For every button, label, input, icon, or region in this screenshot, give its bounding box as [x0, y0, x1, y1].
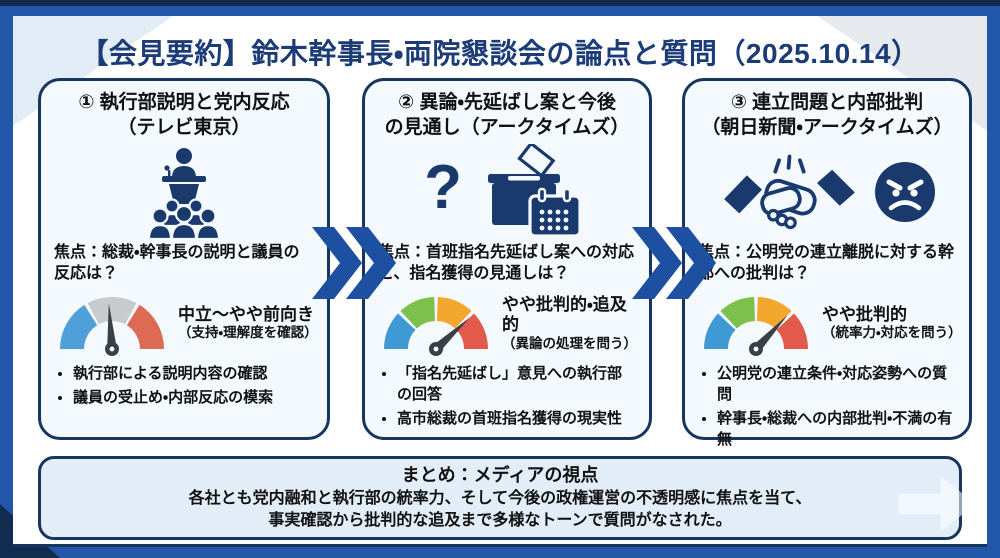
card2-focus-text: 焦点：首班指名先延ばし案への対応と、指名獲得の見通しは？: [378, 244, 635, 283]
card1-title: ① 執行部説明と党内反応 （テレビ東京）: [78, 92, 290, 138]
angry-face-icon: [874, 162, 935, 223]
list-item: 議員の受止め・内部反応の模索: [73, 387, 314, 408]
card2-gauge-label: やや批判的・追及的: [502, 294, 627, 335]
card1-focus-text: 焦点：総裁・幹事長の説明と議員の反応は？: [54, 244, 300, 283]
page-title: 【会見要約】鈴木幹事長・両院懇談会の論点と質問（2025.10.14）: [80, 38, 920, 69]
card2-tone-gauge: やや批判的・追及的 （異論の処理を問う）: [378, 291, 637, 357]
card-executive-explanation: ① 執行部説明と党内反応 （テレビ東京）: [38, 78, 330, 440]
card2-bullet-list: 「指名先延ばし」意見への執行部の回答 高市総裁の首班指名獲得の現実性: [378, 363, 636, 429]
card1-gauge-label: 中立〜やや前向き: [178, 304, 314, 324]
card3-icon-row: [698, 144, 956, 240]
handshake-icon: [723, 154, 855, 230]
summary-title: まとめ：メディアの視点: [401, 465, 599, 486]
chevron-right-arrows-icon: [632, 227, 716, 299]
summary-line1: 各社とも党内融和と執行部の統率力、そして今後の政権運営の不透明感に焦点を当て、: [188, 489, 812, 507]
gauge-meter-icon: [59, 296, 164, 356]
frame-bottom-line: [13, 544, 987, 547]
chevron-right-arrows-icon: [312, 227, 396, 299]
card2-gauge-sublabel: （異論の処理を問う）: [502, 335, 637, 351]
summary-box: まとめ：メディアの視点 各社とも党内融和と執行部の統率力、そして今後の政権運営の…: [38, 456, 962, 540]
card3-gauge-sublabel: （統率力・対応を問う）: [822, 325, 962, 341]
gauge-meter-icon: [704, 296, 808, 356]
card-coalition-criticism: ③ 連立問題と内部批判 （朝日新聞・アークタイムズ）: [682, 78, 972, 448]
ballot-box-calendar-icon: [487, 144, 582, 238]
card3-focus-text: 焦点：公明党の連立離脱に対する幹部への批判は？: [698, 244, 955, 283]
card3-title: ③ 連立問題と内部批判 （朝日新聞・アークタイムズ）: [701, 92, 953, 138]
summary-line2: 事実確認から批判的な追及まで多様なトーンで質問がなされた。: [268, 512, 732, 530]
card3-tone-gauge: やや批判的 （統率力・対応を問う）: [698, 291, 962, 357]
list-item: 公明党の連立条件・対応姿勢への質問: [717, 363, 956, 405]
frame-top-strip: [0, 0, 1000, 6]
content-canvas: 【会見要約】鈴木幹事長・両院懇談会の論点と質問（2025.10.14） ① 執行…: [13, 16, 987, 544]
card1-icon-row: [54, 144, 314, 241]
card3-bullet-list: 公明党の連立条件・対応姿勢への質問 幹事長・総裁への内部批判・不満の有無: [698, 363, 956, 450]
list-item: 「指名先延ばし」意見への執行部の回答: [397, 363, 636, 405]
question-mark-icon: ?: [424, 153, 462, 223]
card1-tone-gauge: 中立〜やや前向き （支持・理解度を確認）: [54, 291, 318, 357]
gauge-meter-icon: [384, 296, 488, 356]
podium-speaker-audience-icon: [147, 148, 221, 241]
list-item: 執行部による説明内容の確認: [73, 363, 314, 384]
list-item: 幹事長・総裁への内部批判・不満の有無: [717, 408, 956, 450]
card1-gauge-sublabel: （支持・理解度を確認）: [178, 325, 318, 341]
card2-icon-row: ?: [378, 144, 636, 240]
card1-bullet-list: 執行部による説明内容の確認 議員の受止め・内部反応の模索: [54, 363, 314, 408]
card3-gauge-label: やや批判的: [822, 304, 907, 324]
card2-title: ② 異論・先延ばし案と今後 の見通し（アークタイムズ）: [384, 92, 630, 138]
card-objections-outlook: ② 異論・先延ばし案と今後 の見通し（アークタイムズ） ?: [362, 78, 652, 440]
list-item: 高市総裁の首班指名獲得の現実性: [397, 408, 636, 429]
